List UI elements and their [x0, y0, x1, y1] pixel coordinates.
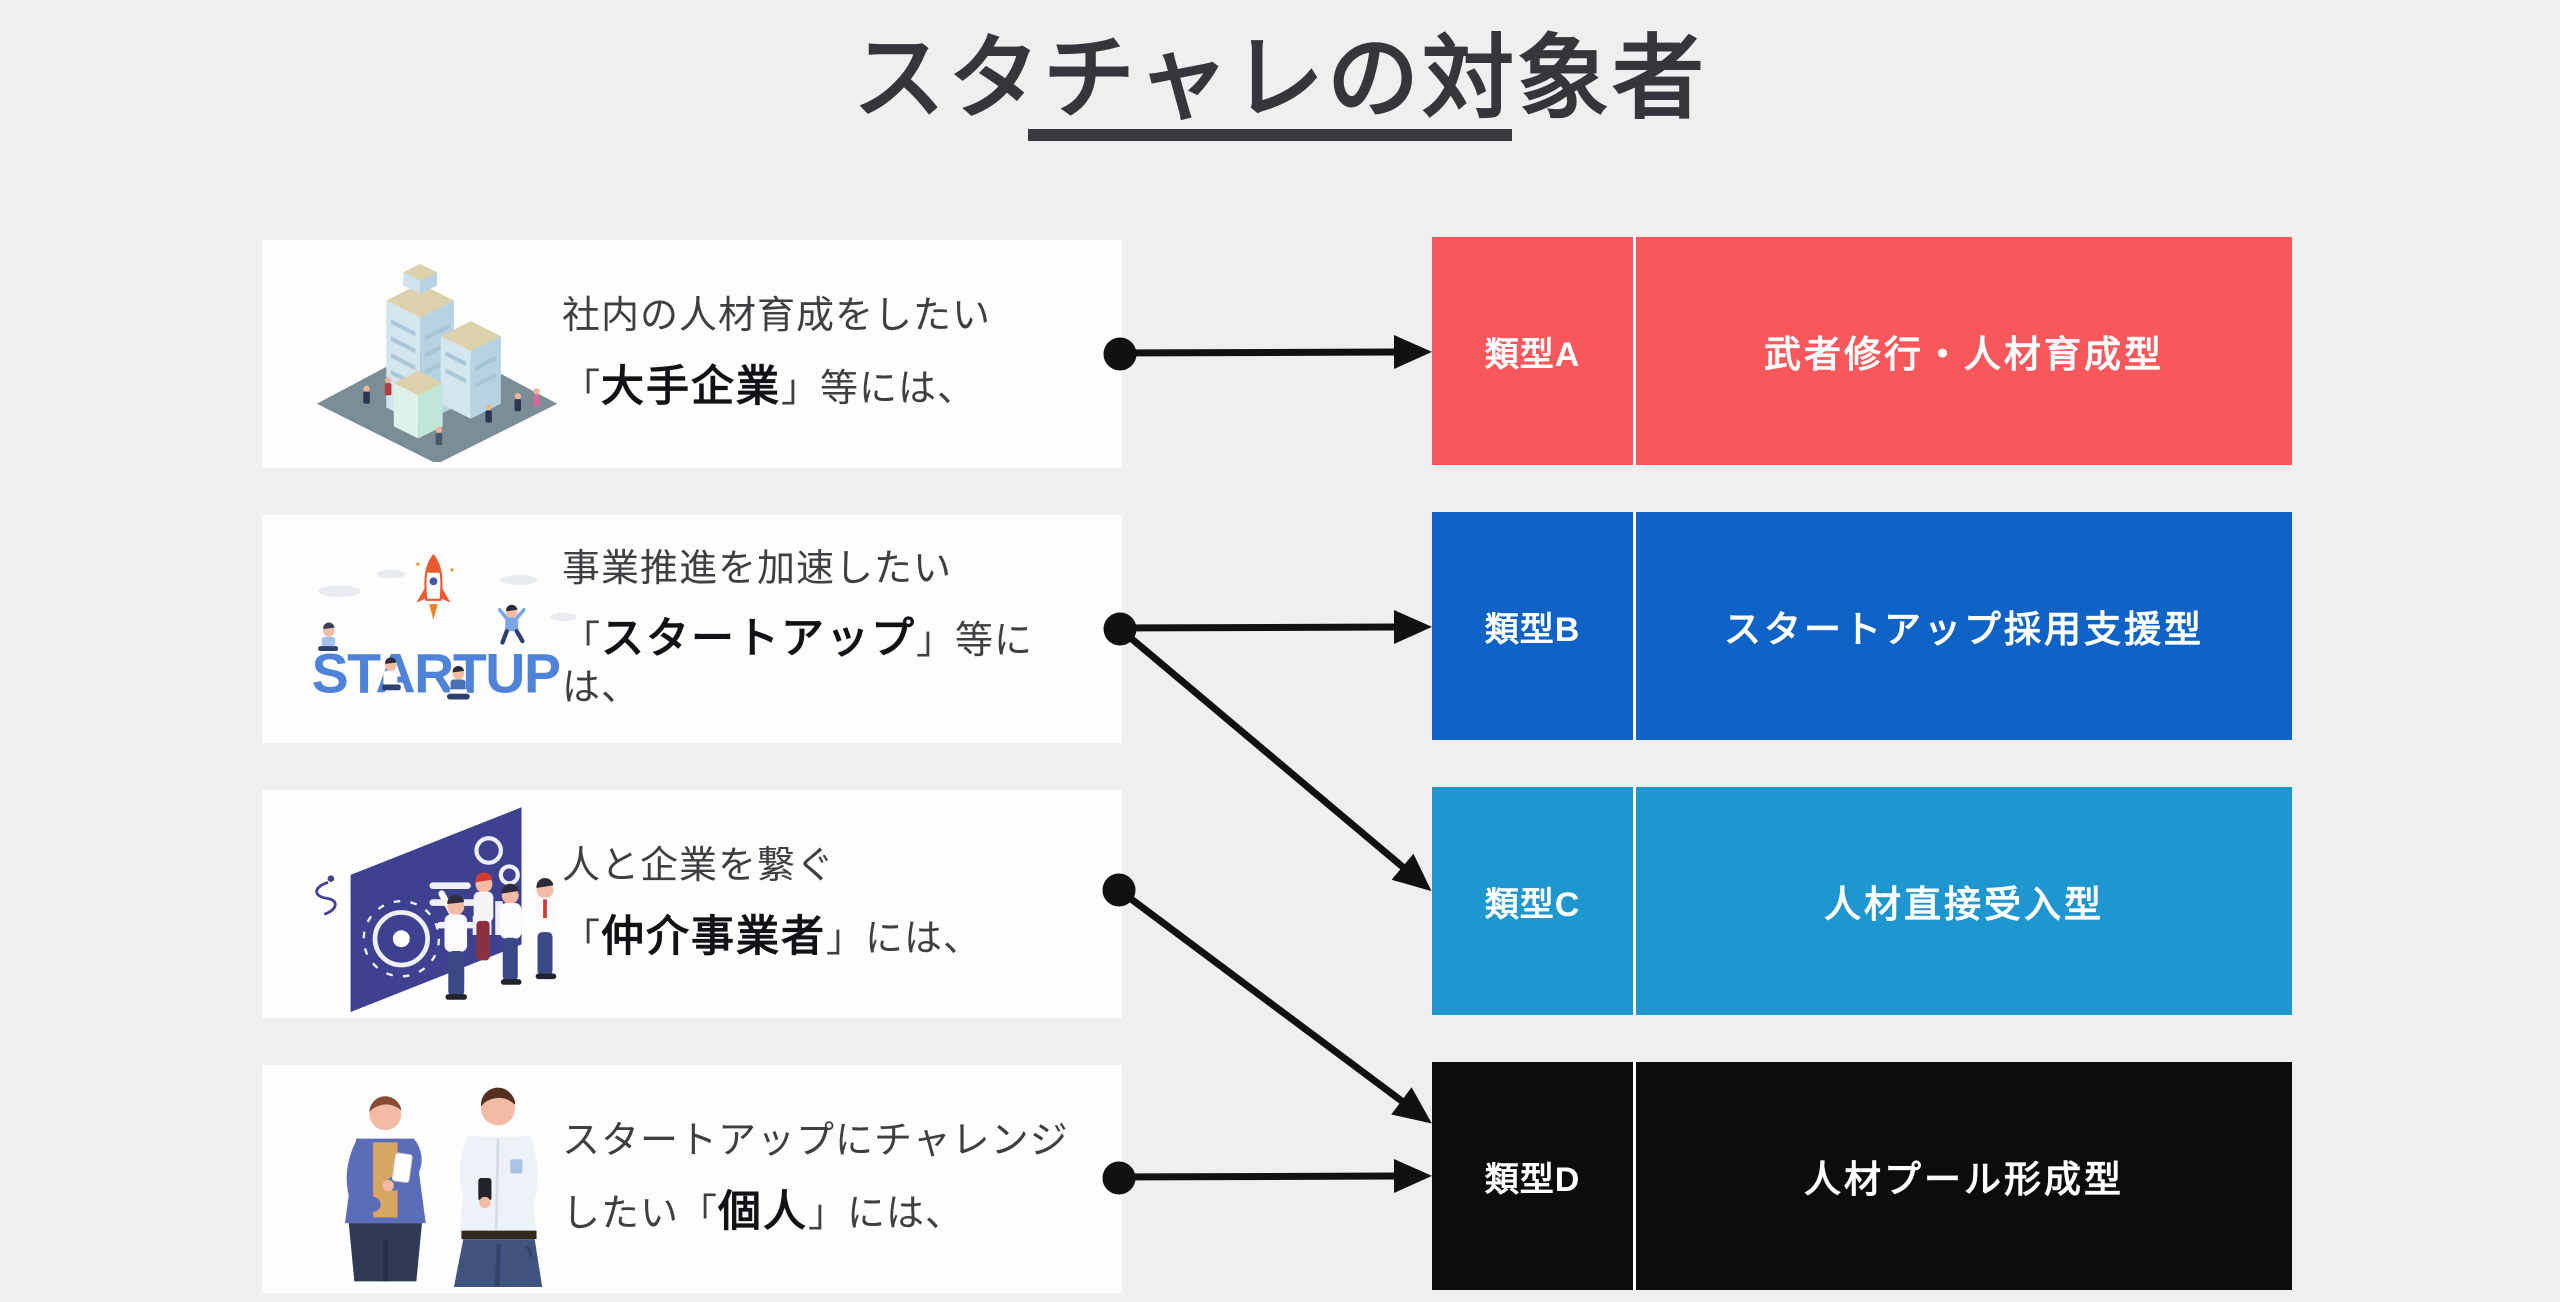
type-label: 類型C: [1432, 787, 1636, 1015]
audience-card-individual: スタートアップにチャレンジ したい「個人」には、: [262, 1065, 1122, 1293]
individuals-illustration: [284, 1071, 590, 1288]
title-underline: [1028, 129, 1512, 141]
audience-line2: 「仲介事業者」には、: [562, 913, 983, 961]
audience-line1: 事業推進を加速したい: [562, 547, 953, 590]
type-label: 類型B: [1432, 512, 1636, 740]
startup-rocket-illustration: STARTUP: [284, 521, 590, 737]
audience-line2: 「大手企業」等には、: [562, 363, 977, 411]
audience-text: 事業推進を加速したい 「スタートアップ」等には、: [562, 515, 1102, 743]
startup-word: STARTUP: [312, 642, 560, 704]
page-title: スタチャレの対象者: [852, 28, 1708, 130]
type-bar-d: 類型D 人材プール形成型: [1432, 1062, 2292, 1290]
type-bar-c: 類型C 人材直接受入型: [1432, 787, 2292, 1015]
type-label: 類型A: [1432, 237, 1636, 465]
type-label: 類型D: [1432, 1062, 1636, 1290]
arrow-startup-to-c: [1117, 626, 1432, 892]
arrow-startup-to-b: [1119, 610, 1432, 645]
arrow-large-company-to-a: [1119, 335, 1432, 370]
office-building-illustration: [284, 246, 590, 464]
type-name: 人材プール形成型: [1804, 1159, 2124, 1200]
audience-line1: 社内の人材育成をしたい: [562, 295, 992, 338]
audience-text: スタートアップにチャレンジ したい「個人」には、: [562, 1065, 1102, 1293]
arrow-individual-to-d: [1118, 1159, 1432, 1194]
audience-line1: スタートアップにチャレンジ: [562, 1120, 1069, 1163]
audience-line2: したい「個人」には、: [562, 1188, 965, 1236]
audience-card-intermediary: 人と企業を繋ぐ 「仲介事業者」には、: [262, 790, 1122, 1018]
type-name: 人材直接受入型: [1824, 884, 2104, 925]
arrow-intermediary-to-d: [1116, 887, 1432, 1124]
intermediary-board-illustration: [284, 796, 590, 1012]
type-bar-b: 類型B スタートアップ採用支援型: [1432, 512, 2292, 740]
audience-line2: 「スタートアップ」等には、: [562, 615, 1034, 709]
audience-card-large-company: 社内の人材育成をしたい 「大手企業」等には、: [262, 240, 1122, 468]
audience-card-startup: STARTUP 事業推進を加速したい 「スタートアップ」等には、: [262, 515, 1122, 743]
audience-line1: 人と企業を繋ぐ: [562, 845, 836, 888]
type-name: 武者修行・人材育成型: [1764, 334, 2164, 375]
type-bar-a: 類型A 武者修行・人材育成型: [1432, 237, 2292, 465]
type-name: スタートアップ採用支援型: [1724, 609, 2204, 650]
audience-text: 社内の人材育成をしたい 「大手企業」等には、: [562, 240, 1102, 468]
audience-text: 人と企業を繋ぐ 「仲介事業者」には、: [562, 790, 1102, 1018]
